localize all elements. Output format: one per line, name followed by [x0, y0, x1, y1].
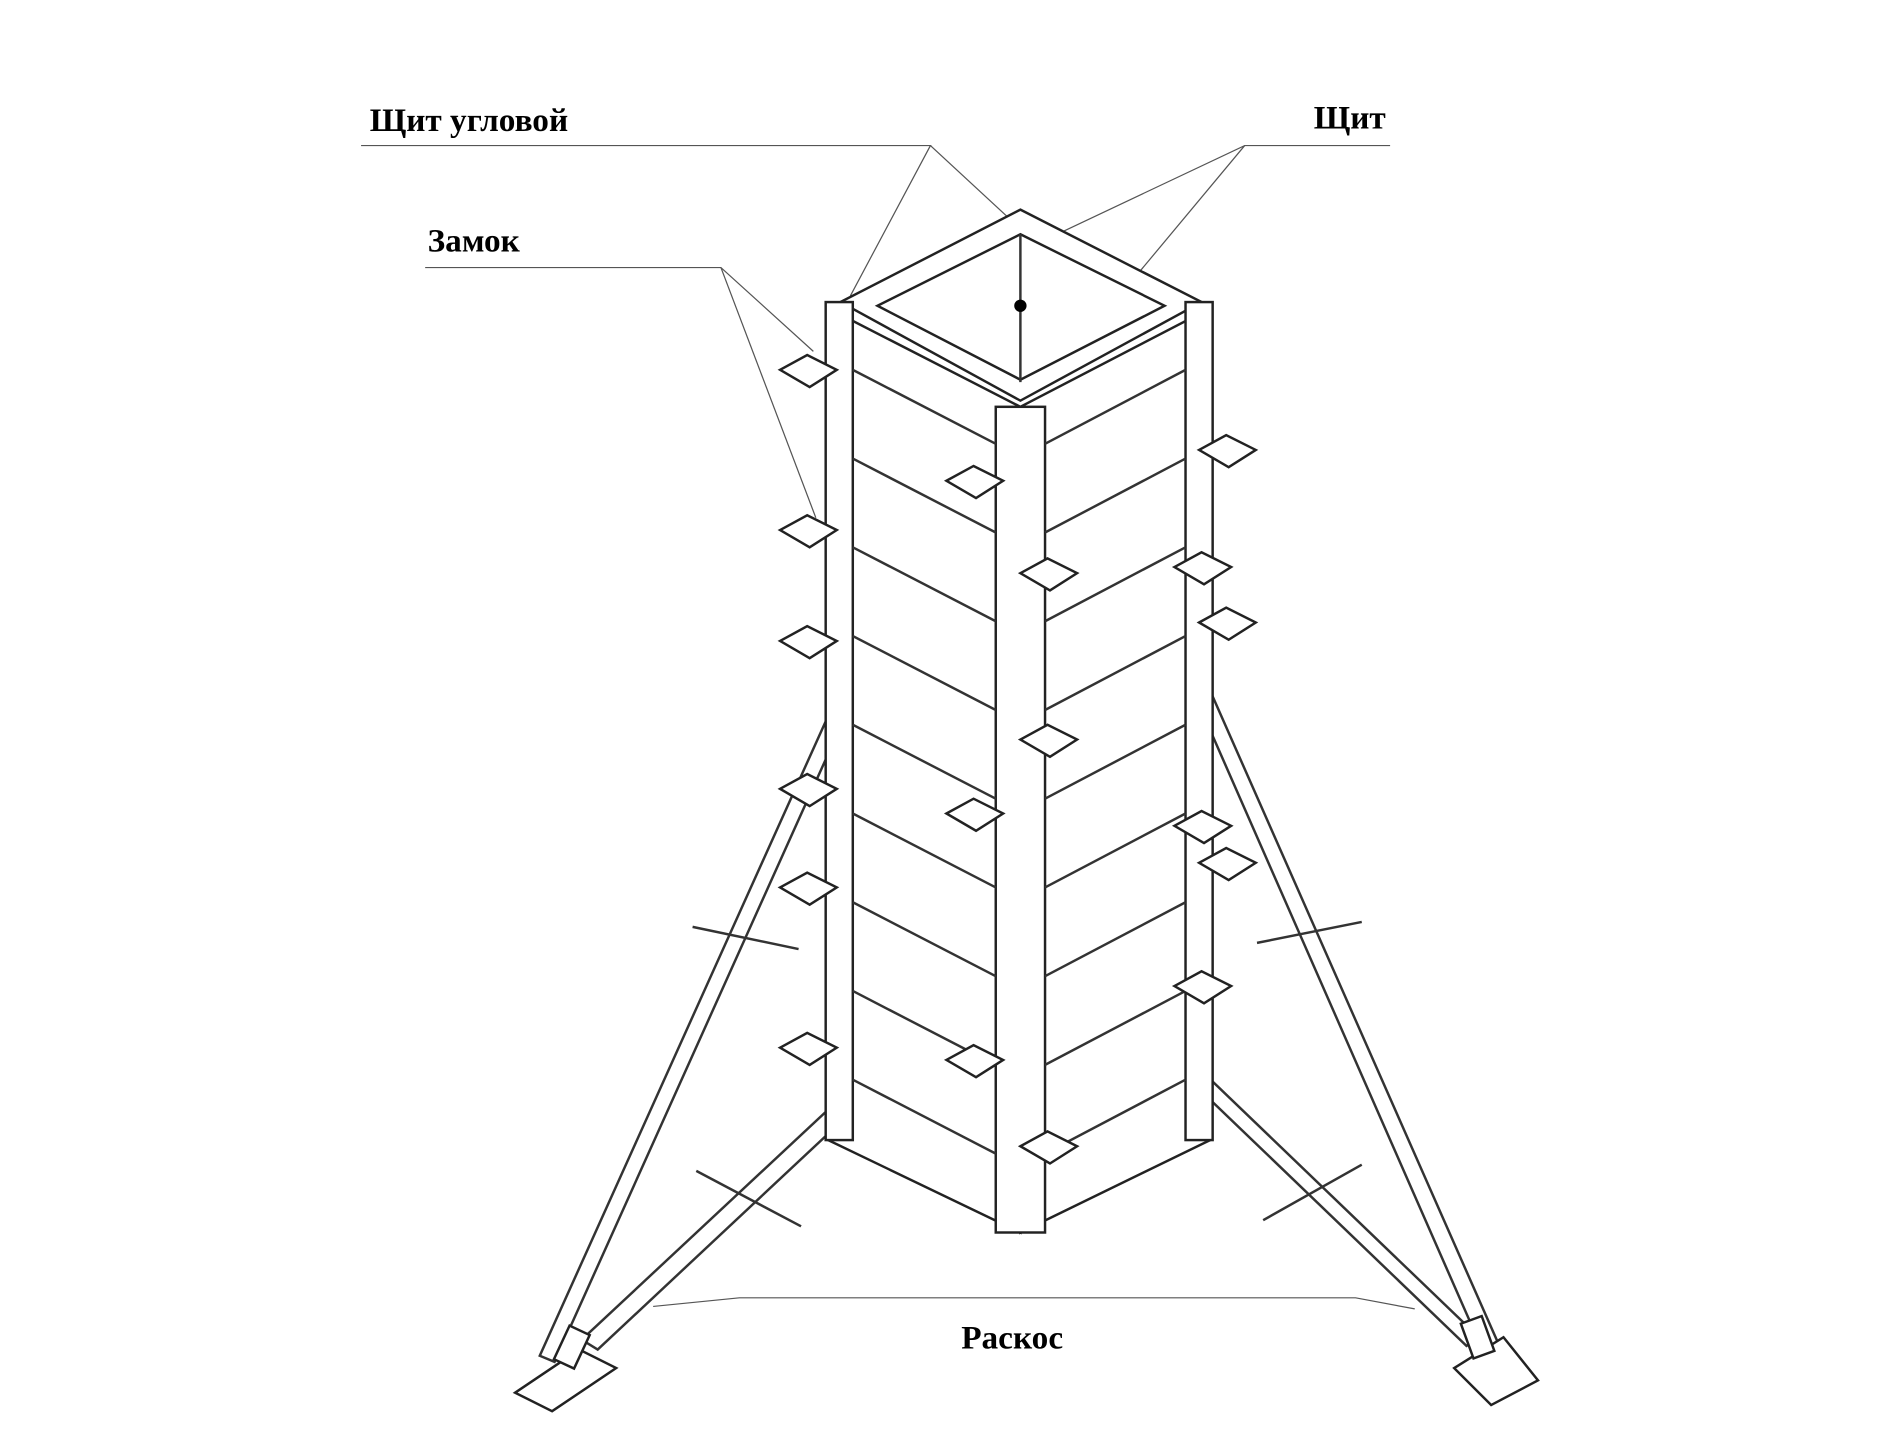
label-corner-panel: Щит угловой: [370, 102, 568, 139]
panel-rib: [1044, 546, 1187, 623]
lock-clamp: [777, 1031, 840, 1067]
base-plates: [512, 1314, 1540, 1413]
lock-clamp: [1196, 433, 1259, 469]
panel-rib: [1044, 901, 1187, 978]
lock-clamp: [1171, 809, 1234, 845]
label-brace: Раскос: [961, 1319, 1063, 1356]
panel-rib: [852, 634, 997, 712]
label-lock: Замок: [428, 223, 521, 260]
lock-clamp: [777, 772, 840, 808]
panel-rib: [1044, 368, 1187, 445]
panel-rib: [1044, 812, 1187, 889]
left-panel: [826, 306, 1022, 1235]
locks: [777, 353, 1259, 1165]
panel-rib: [1044, 989, 1187, 1066]
lock-clamp: [1017, 557, 1080, 592]
lock-clamp: [1196, 846, 1259, 882]
lock-clamp: [1196, 606, 1259, 642]
lock-clamp: [1171, 550, 1234, 586]
lock-clamp: [777, 871, 840, 907]
lock-clamp: [1017, 1130, 1080, 1165]
lock-clamp: [943, 1043, 1006, 1079]
panel-rib: [852, 812, 997, 889]
lock-clamp: [943, 464, 1006, 500]
panel-rib: [852, 546, 997, 623]
lock-clamp: [1017, 723, 1080, 759]
label-panel: Щит: [1314, 99, 1386, 136]
panel-rib: [852, 901, 997, 978]
lock-clamp: [777, 353, 840, 389]
panel-rib: [852, 723, 997, 800]
lock-clamp: [1171, 969, 1234, 1005]
panel-rib: [852, 457, 997, 534]
panel-rib: [852, 368, 997, 445]
panel-rib: [1044, 457, 1187, 534]
lock-clamp: [777, 513, 840, 549]
lock-clamp: [777, 624, 840, 660]
base-plate-left: [512, 1348, 619, 1413]
base-plate-right: [1452, 1335, 1540, 1407]
panel-rib: [1044, 634, 1187, 712]
panel-rib: [1044, 723, 1187, 800]
right-panel: [1019, 306, 1212, 1235]
leader-lines: [361, 144, 1415, 1310]
lock-clamp: [943, 797, 1006, 833]
column: [824, 208, 1214, 1235]
panel-rib: [852, 1078, 997, 1155]
